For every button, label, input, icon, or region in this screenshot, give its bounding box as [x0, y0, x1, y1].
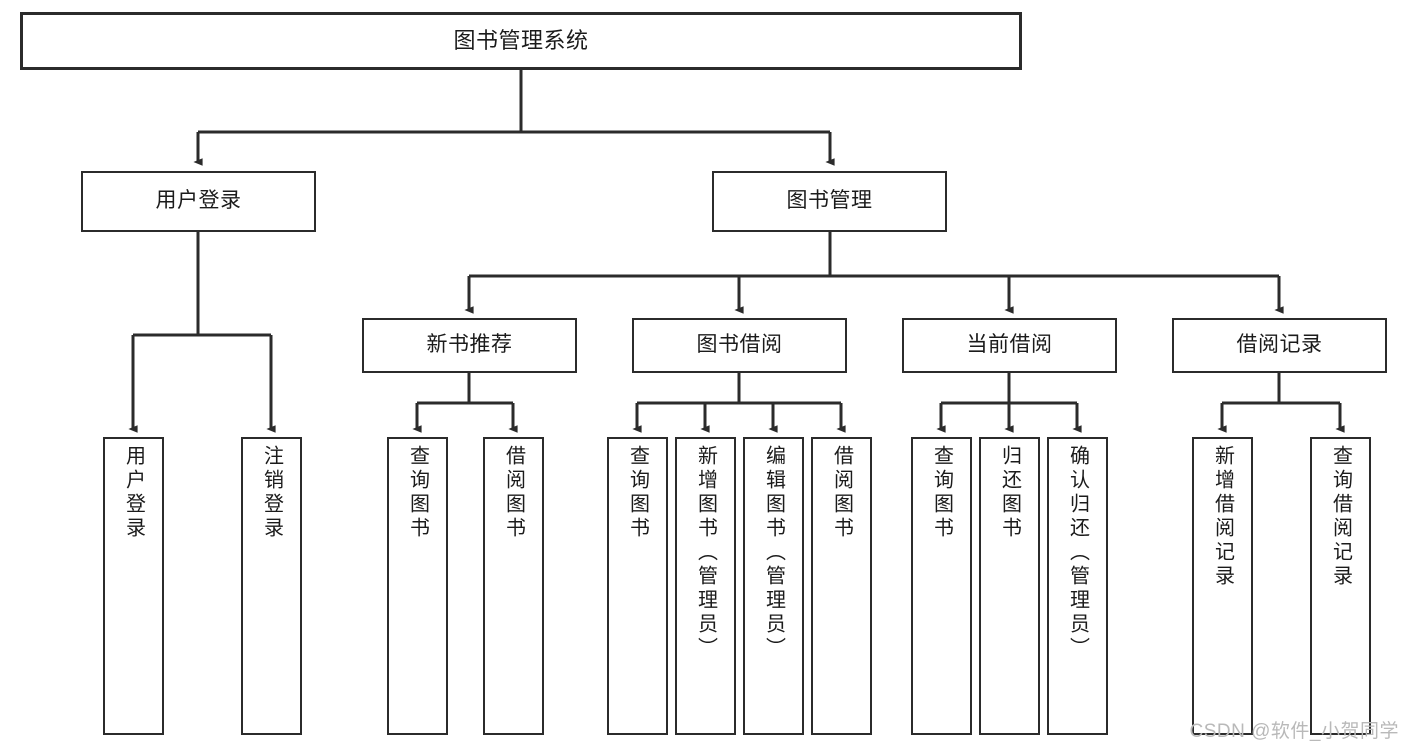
node-label: 新增借阅记录: [1211, 445, 1234, 589]
node-label: 当前借阅: [966, 333, 1053, 357]
node-book-borrow[interactable]: 图书借阅: [632, 318, 847, 373]
node-label: 确认归还（管理员）: [1066, 445, 1089, 661]
node-label: 编辑图书（管理员）: [762, 445, 785, 661]
leaf-borrow-edit-book-admin[interactable]: 编辑图书（管理员）: [743, 437, 804, 735]
node-label: 归还图书: [998, 445, 1021, 541]
leaf-new-book-borrow[interactable]: 借阅图书: [483, 437, 544, 735]
node-label: 图书借阅: [696, 333, 783, 357]
node-root-system[interactable]: 图书管理系统: [20, 12, 1022, 70]
node-user-login[interactable]: 用户登录: [81, 171, 316, 232]
leaf-current-return-book[interactable]: 归还图书: [979, 437, 1040, 735]
node-label: 查询图书: [626, 445, 649, 541]
node-label: 图书管理: [786, 189, 873, 213]
node-label: 图书管理系统: [453, 28, 589, 54]
node-label: 新书推荐: [426, 333, 513, 357]
leaf-current-confirm-return-admin[interactable]: 确认归还（管理员）: [1047, 437, 1108, 735]
node-label: 借阅记录: [1236, 333, 1323, 357]
leaf-user-login-login[interactable]: 用户登录: [103, 437, 164, 735]
node-label: 用户登录: [155, 189, 242, 213]
node-book-management[interactable]: 图书管理: [712, 171, 947, 232]
leaf-new-book-query[interactable]: 查询图书: [387, 437, 448, 735]
leaf-records-query-record[interactable]: 查询借阅记录: [1310, 437, 1371, 735]
node-label: 注销登录: [260, 445, 283, 541]
node-label: 用户登录: [122, 445, 145, 541]
node-borrow-records[interactable]: 借阅记录: [1172, 318, 1387, 373]
node-label: 查询图书: [406, 445, 429, 541]
watermark-text: CSDN @软件_小贺同学: [1189, 721, 1399, 742]
node-label: 借阅图书: [830, 445, 853, 541]
leaf-user-login-logout[interactable]: 注销登录: [241, 437, 302, 735]
node-new-book-recommend[interactable]: 新书推荐: [362, 318, 577, 373]
leaf-current-query-book[interactable]: 查询图书: [911, 437, 972, 735]
node-label: 新增图书（管理员）: [694, 445, 717, 661]
leaf-borrow-add-book-admin[interactable]: 新增图书（管理员）: [675, 437, 736, 735]
leaf-records-add-record[interactable]: 新增借阅记录: [1192, 437, 1253, 735]
node-label: 查询借阅记录: [1329, 445, 1352, 589]
node-label: 借阅图书: [502, 445, 525, 541]
leaf-borrow-borrow-book[interactable]: 借阅图书: [811, 437, 872, 735]
node-label: 查询图书: [930, 445, 953, 541]
node-current-borrow[interactable]: 当前借阅: [902, 318, 1117, 373]
leaf-borrow-query-book[interactable]: 查询图书: [607, 437, 668, 735]
